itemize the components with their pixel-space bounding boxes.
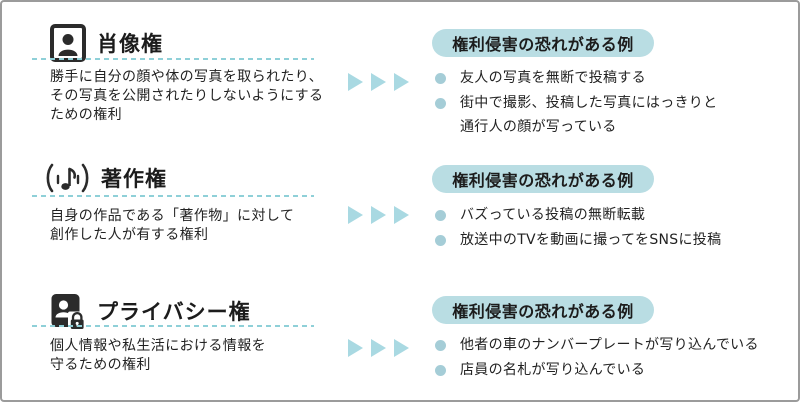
- arrow-right-icon: [394, 73, 409, 91]
- section-copyright-description: 自身の作品である「著作物」に対して 創作した人が有する権利: [50, 208, 295, 243]
- section-copyright-header: 著作権: [44, 162, 167, 194]
- bullet-dot-icon: [435, 73, 446, 84]
- music-note-sound-icon: [44, 162, 90, 194]
- bullet-dot-icon: [435, 365, 446, 376]
- example-text: 他者の車のナンバープレートが写り込んでいる: [460, 337, 759, 353]
- list-item: バズっている投稿の無断転載: [435, 203, 765, 227]
- list-item: 友人の写真を無断で投稿する: [435, 66, 765, 90]
- bullet-dot-icon: [435, 210, 446, 221]
- arrow-right-icon: [348, 339, 363, 357]
- list-item: 放送中のTVを動画に撮ってをSNSに投稿: [435, 228, 765, 252]
- section-portrait-badge: 権利侵害の恐れがある例: [432, 29, 654, 57]
- example-text: バズっている投稿の無断転載: [460, 207, 646, 223]
- flow-arrows-icon: [348, 206, 417, 224]
- arrow-right-icon: [371, 206, 386, 224]
- section-privacy-description: 個人情報や私生活における情報を 守るための権利: [50, 338, 266, 373]
- section-portrait-examples: 友人の写真を無断で投稿する 街中で撮影、投稿した写真にはっきりと 通行人の顔が写…: [435, 66, 765, 140]
- section-privacy-title: プライバシー権: [97, 300, 251, 324]
- dashed-divider: [32, 325, 314, 327]
- list-item: 他者の車のナンバープレートが写り込んでいる: [435, 333, 765, 357]
- section-privacy-examples: 他者の車のナンバープレートが写り込んでいる 店員の名札が写り込んでいる: [435, 333, 765, 383]
- arrow-right-icon: [394, 339, 409, 357]
- section-portrait-description: 勝手に自分の顔や体の写真を取られたり、 その写真を公開されたりしないようにする …: [50, 69, 324, 123]
- arrow-right-icon: [394, 206, 409, 224]
- section-privacy-badge: 権利侵害の恐れがある例: [432, 296, 654, 324]
- arrow-right-icon: [371, 339, 386, 357]
- arrow-right-icon: [371, 73, 386, 91]
- example-text: 放送中のTVを動画に撮ってをSNSに投稿: [460, 232, 722, 248]
- section-copyright-title: 著作権: [101, 167, 167, 191]
- arrow-right-icon: [348, 73, 363, 91]
- bullet-dot-icon: [435, 98, 446, 109]
- arrow-right-icon: [348, 206, 363, 224]
- bullet-dot-icon: [435, 340, 446, 351]
- section-portrait-header: 肖像権: [50, 24, 163, 62]
- portrait-photo-icon: [50, 24, 86, 62]
- section-copyright-examples: バズっている投稿の無断転載 放送中のTVを動画に撮ってをSNSに投稿: [435, 203, 765, 253]
- dashed-divider: [32, 195, 314, 197]
- list-item: 店員の名札が写り込んでいる: [435, 358, 765, 382]
- section-copyright-badge: 権利侵害の恐れがある例: [432, 165, 654, 193]
- dashed-divider: [32, 58, 314, 60]
- flow-arrows-icon: [348, 73, 417, 91]
- flow-arrows-icon: [348, 339, 417, 357]
- example-text: 街中で撮影、投稿した写真にはっきりと 通行人の顔が写っている: [460, 95, 718, 135]
- list-item: 街中で撮影、投稿した写真にはっきりと 通行人の顔が写っている: [435, 91, 765, 139]
- example-text: 友人の写真を無断で投稿する: [460, 70, 646, 86]
- section-portrait-title: 肖像権: [97, 32, 163, 56]
- bullet-dot-icon: [435, 235, 446, 246]
- example-text: 店員の名札が写り込んでいる: [460, 362, 646, 378]
